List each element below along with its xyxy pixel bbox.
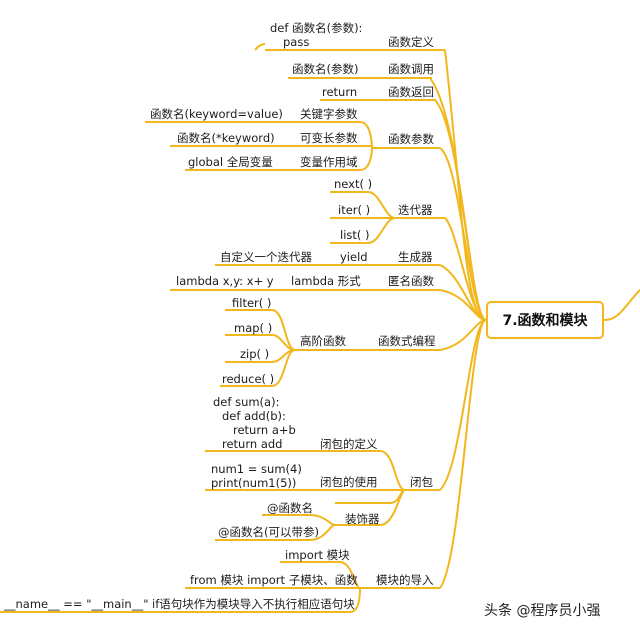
iter-next: next( ) <box>334 177 373 191</box>
node-function-return[interactable]: 函数返回 <box>388 85 434 99</box>
center-node[interactable]: 7.函数和模块 <box>486 301 604 339</box>
closure-def-line-1: def sum(a): <box>213 395 280 409</box>
node-generator[interactable]: 生成器 <box>398 250 433 264</box>
node-closure-usage[interactable]: 闭包的使用 <box>320 475 378 489</box>
node-function-params[interactable]: 函数参数 <box>388 132 434 146</box>
iter-iter: iter( ) <box>338 203 371 217</box>
generator-example: 自定义一个迭代器 <box>220 250 312 264</box>
param-keyword-example: 函数名(keyword=value) <box>150 107 283 121</box>
node-keyword-param[interactable]: 关键字参数 <box>300 107 358 121</box>
module-import: import 模块 <box>285 548 350 562</box>
node-anonymous-function[interactable]: 匿名函数 <box>388 274 434 288</box>
lambda-form: lambda 形式 <box>291 274 361 288</box>
closure-def-line-2: def add(b): <box>222 409 286 423</box>
node-function-definition[interactable]: 函数定义 <box>388 35 434 49</box>
center-label: 7.函数和模块 <box>502 313 588 329</box>
lambda-example: lambda x,y: x+ y <box>176 274 274 288</box>
node-closure-definition[interactable]: 闭包的定义 <box>320 437 378 451</box>
node-variable-scope[interactable]: 变量作用域 <box>300 155 358 169</box>
module-from-import: from 模块 import 子模块、函数 <box>190 573 358 587</box>
closure-use-line-1: num1 = sum(4) <box>211 462 302 476</box>
node-iterator[interactable]: 迭代器 <box>398 203 433 217</box>
node-functional-programming[interactable]: 函数式编程 <box>378 334 436 348</box>
node-higher-order[interactable]: 高阶函数 <box>300 334 346 348</box>
func-zip: zip( ) <box>240 347 270 361</box>
node-module-import[interactable]: 模块的导入 <box>376 573 434 587</box>
func-reduce: reduce( ) <box>222 372 275 386</box>
decorator-example-2: @函数名(可以带参) <box>218 525 319 539</box>
decorator-example-1: @函数名 <box>267 501 313 515</box>
main-check-note: if语句块作为模块导入不执行相应语句块 <box>152 597 355 611</box>
node-function-call[interactable]: 函数调用 <box>388 62 434 76</box>
generator-yield: yield <box>340 250 368 264</box>
return-example: return <box>322 85 358 99</box>
call-example: 函数名(参数) <box>292 62 359 76</box>
main-check: __name__ == "__main__" <box>4 597 149 611</box>
watermark-text: 头条 @程序员小强 <box>484 603 601 619</box>
def-line-1: def 函数名(参数): <box>270 21 363 35</box>
iter-list: list( ) <box>340 228 370 242</box>
closure-def-line-3: return a+b <box>233 423 296 437</box>
closure-use-line-2: print(num1(5)) <box>211 476 297 490</box>
param-varlen-example: 函数名(*keyword) <box>177 131 275 145</box>
node-decorator[interactable]: 装饰器 <box>345 512 380 526</box>
node-varlen-param[interactable]: 可变长参数 <box>300 131 358 145</box>
def-line-2: pass <box>283 35 310 49</box>
func-filter: filter( ) <box>232 296 272 310</box>
param-scope-example: global 全局变量 <box>188 155 273 169</box>
func-map: map( ) <box>234 321 273 335</box>
node-closure[interactable]: 闭包 <box>410 475 433 489</box>
closure-def-line-4: return add <box>222 437 283 451</box>
watermark: 头条 @程序员小强 <box>484 600 600 620</box>
